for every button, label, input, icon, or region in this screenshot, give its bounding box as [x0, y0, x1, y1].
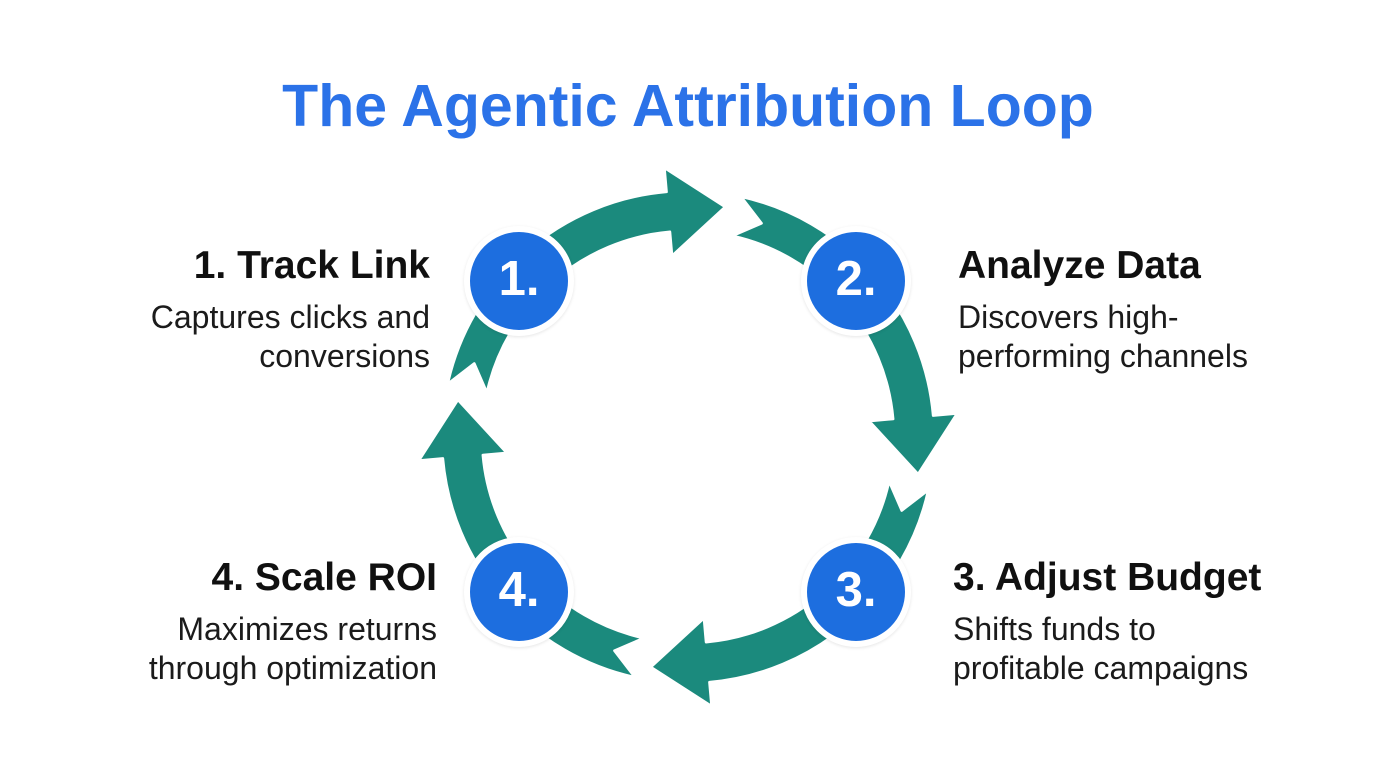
step-node-1-number: 1. — [498, 251, 540, 306]
step-block-analyze-data: Analyze Data Discovers high- performing … — [958, 244, 1303, 376]
step-heading-analyze-data: Analyze Data — [958, 244, 1201, 287]
step-description-adjust-budget: Shifts funds to profitable campaigns — [953, 611, 1249, 686]
step-node-2-number: 2. — [835, 251, 877, 306]
step-block-scale-roi: 4. Scale ROI Maximizes returns through o… — [92, 556, 437, 688]
page-title: The Agentic Attribution Loop — [282, 73, 1094, 139]
step-description-scale-roi: Maximizes returns through optimization — [148, 611, 437, 686]
step-node-4: 4. — [464, 537, 574, 647]
step-block-track-link: 1. Track Link Captures clicks and conver… — [85, 244, 430, 376]
step-description-track-link: Captures clicks and conversions — [150, 299, 430, 374]
step-description-analyze-data: Discovers high- performing channels — [958, 299, 1248, 374]
step-node-3: 3. — [801, 537, 911, 647]
step-node-2: 2. — [801, 226, 911, 336]
step-node-1: 1. — [464, 226, 574, 336]
step-heading-adjust-budget: 3. Adjust Budget — [953, 556, 1262, 599]
step-node-3-number: 3. — [835, 562, 877, 617]
step-block-adjust-budget: 3. Adjust Budget Shifts funds to profita… — [953, 556, 1298, 688]
step-heading-track-link: 1. Track Link — [193, 244, 430, 287]
step-node-4-number: 4. — [498, 562, 540, 617]
step-heading-scale-roi: 4. Scale ROI — [211, 556, 437, 599]
